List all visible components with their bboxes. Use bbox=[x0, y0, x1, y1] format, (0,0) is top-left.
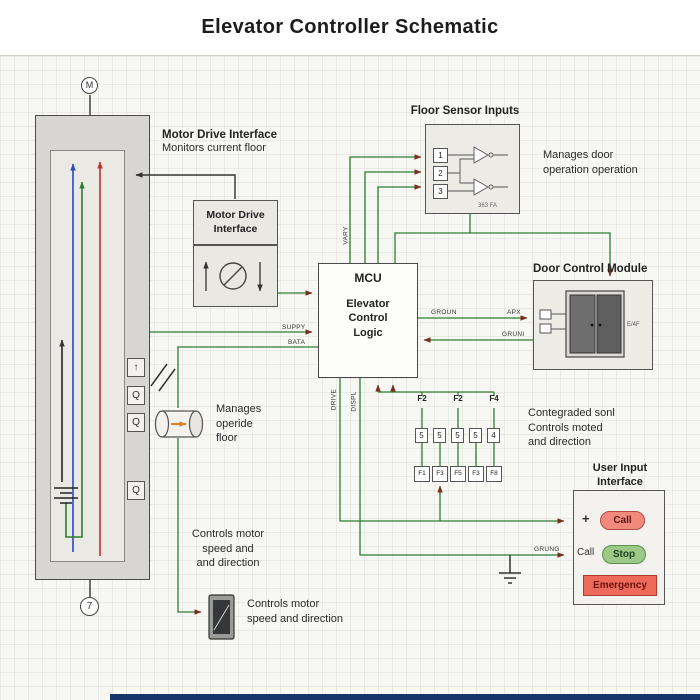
shaft-indicator-2: Q bbox=[127, 386, 145, 405]
keypad-switch-3: 5 bbox=[451, 428, 464, 443]
keypad-key-f3a: F3 bbox=[432, 466, 448, 482]
mcu-subtitle: Elevator Control Logic bbox=[346, 298, 390, 339]
user-input-title: User Input Interface bbox=[592, 462, 648, 488]
sensor-footnote: 363 FA bbox=[478, 203, 498, 209]
header: Elevator Controller Schematic bbox=[0, 0, 700, 56]
call-label: Call bbox=[577, 547, 595, 558]
door-side-label: E/4F bbox=[627, 322, 640, 328]
door-operation-note: Manages door operation operation bbox=[543, 149, 638, 176]
motor-drive-interface-box: Motor Drive Interface bbox=[193, 200, 278, 245]
wire-label-displ: DISPL bbox=[350, 391, 358, 412]
floor-number-symbol: 7 bbox=[80, 597, 99, 616]
bottom-bar bbox=[110, 694, 700, 700]
keypad-switch-2: 5 bbox=[433, 428, 446, 443]
call-button-pill: Call bbox=[600, 511, 645, 530]
keypad-switch-4: 5 bbox=[469, 428, 482, 443]
wire-label-vary: VARY bbox=[342, 226, 350, 245]
wire-label-grung: GRUNG bbox=[534, 546, 560, 553]
plus-sign: + bbox=[582, 511, 590, 526]
wire-label-groun: GROUN bbox=[431, 309, 457, 316]
mcu-box: MCU Elevator Control Logic bbox=[318, 263, 418, 378]
keypad-key-f1: F1 bbox=[414, 466, 430, 482]
floor-sensor-title: Floor Sensor Inputs bbox=[410, 105, 520, 117]
motor-speed-note: Controls motor speed and and direction bbox=[191, 528, 265, 570]
wire-label-apx: APX bbox=[507, 309, 521, 316]
keypad-switch-1: 5 bbox=[415, 428, 428, 443]
shaft-indicator-3: Q bbox=[127, 413, 145, 432]
sensor-channel-1: 1 bbox=[433, 148, 448, 163]
wire-label-drive: DRIVE bbox=[330, 388, 338, 411]
keypad-label-f2b: F2 bbox=[453, 394, 463, 403]
keypad-key-f3b: F3 bbox=[468, 466, 484, 482]
page-title: Elevator Controller Schematic bbox=[201, 16, 499, 38]
shaft-indicator-up: ↑ bbox=[127, 358, 145, 377]
wire-label-bata: BATA bbox=[288, 339, 306, 346]
shaft-indicator-4: Q bbox=[127, 481, 145, 500]
door-module-title: Door Control Module bbox=[533, 263, 648, 275]
motor-symbol: M bbox=[81, 77, 98, 94]
keypad-switch-5: 4 bbox=[487, 428, 500, 443]
emergency-button: Emergency bbox=[583, 575, 657, 596]
mcu-title: MCU bbox=[354, 271, 382, 285]
cylinder-note: Manages operide floor bbox=[216, 403, 262, 445]
motor-drive-note-sub: Monitors current floor bbox=[162, 142, 266, 154]
sensor-channel-3: 3 bbox=[433, 184, 448, 199]
keypad-key-f5: F5 bbox=[450, 466, 466, 482]
motor-drive-note-title: Motor Drive Interface bbox=[162, 129, 278, 141]
motor-speed-note-2: Controls motor speed and direction bbox=[247, 598, 344, 625]
elevator-shaft-inner bbox=[50, 150, 125, 562]
stop-button-pill: Stop bbox=[602, 545, 646, 564]
keypad-label-f4: F4 bbox=[489, 394, 499, 403]
keypad-label-f2a: F2 bbox=[417, 394, 427, 403]
sensor-channel-2: 2 bbox=[433, 166, 448, 181]
keypad-note: Contegraded sonl Controls moted and dire… bbox=[528, 407, 615, 449]
wire-label-suppy: SUPPY bbox=[282, 324, 306, 331]
wire-label-gruni: GRUNI bbox=[502, 331, 525, 338]
motor-drive-note: Motor Drive Interface Monitors current f… bbox=[162, 129, 312, 156]
motor-driver-symbol-box bbox=[193, 245, 278, 307]
keypad-key-f8: F8 bbox=[486, 466, 502, 482]
